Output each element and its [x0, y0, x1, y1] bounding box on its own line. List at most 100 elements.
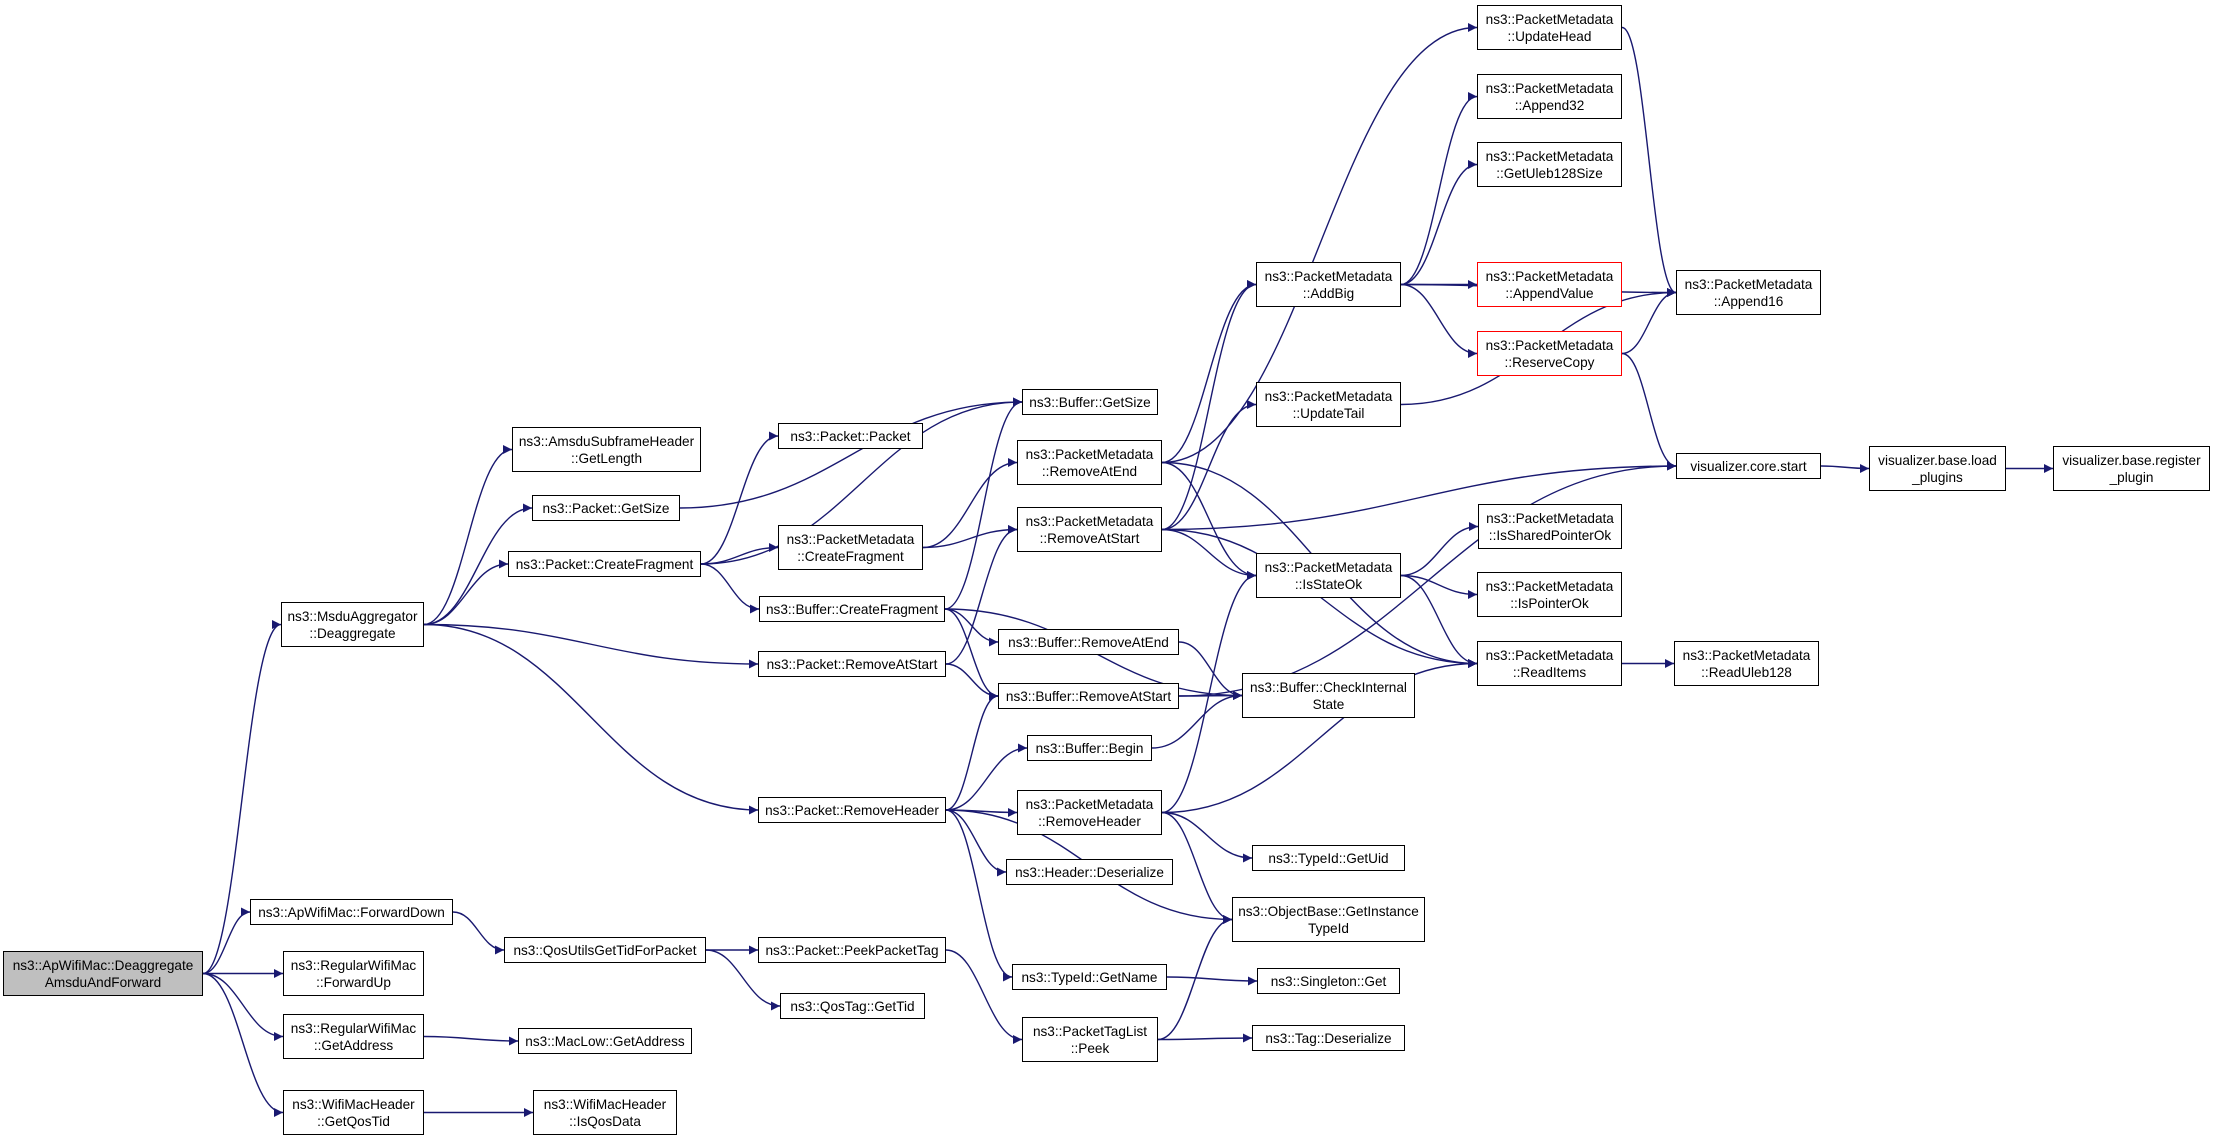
edge-pm-addbig-to-pm-getuleb128size: [1400, 160, 1478, 286]
edge-root-to-regular-getaddress: [202, 972, 284, 1041]
node-pm-append32[interactable]: ns3::PacketMetadata::Append32: [1477, 74, 1622, 119]
edge-packet-createfragment-to-pm-createfragment: [700, 543, 779, 565]
edge-root-to-wifimacheader-getqostid: [202, 972, 284, 1117]
node-header-deserialize[interactable]: ns3::Header::Deserialize: [1006, 859, 1173, 885]
node-packet-removeheader[interactable]: ns3::Packet::RemoveHeader: [758, 797, 946, 823]
node-tag-deserialize[interactable]: ns3::Tag::Deserialize: [1252, 1025, 1405, 1051]
edge-pm-removeatend-to-pm-updatehead: [1161, 23, 1478, 464]
node-label-line: ::GetAddress: [313, 1037, 394, 1053]
node-pm-reservecopy[interactable]: ns3::PacketMetadata::ReserveCopy: [1477, 331, 1622, 376]
node-label-line: ns3::Buffer::RemoveAtEnd: [1008, 634, 1169, 650]
node-buffer-removeatstart[interactable]: ns3::Buffer::RemoveAtStart: [998, 683, 1179, 709]
node-pm-append16[interactable]: ns3::PacketMetadata::Append16: [1676, 270, 1821, 315]
edge-regular-getaddress-to-maclow-getaddress: [423, 1035, 519, 1046]
node-buffer-getsize[interactable]: ns3::Buffer::GetSize: [1022, 389, 1158, 415]
node-typeid-getuid[interactable]: ns3::TypeId::GetUid: [1252, 845, 1405, 871]
edge-pm-removeatstart-to-pm-isstateok: [1161, 528, 1257, 580]
edge-pm-removeatend-to-pm-addbig: [1161, 280, 1257, 464]
node-label-line: ns3::PacketMetadata: [1264, 388, 1393, 404]
edge-pm-isstateok-to-pm-issharedpointerok: [1400, 522, 1479, 577]
node-label-line: ns3::TypeId::GetUid: [1268, 850, 1389, 866]
node-pm-removeatend[interactable]: ns3::PacketMetadata::RemoveAtEnd: [1017, 440, 1162, 485]
node-pm-readuleb128[interactable]: ns3::PacketMetadata::ReadUleb128: [1674, 641, 1819, 686]
node-apwifimac-forwarddown[interactable]: ns3::ApWifiMac::ForwardDown: [250, 899, 453, 925]
node-pkttaglist-peek[interactable]: ns3::PacketTagList::Peek: [1022, 1017, 1158, 1062]
node-packet-peekpackettag[interactable]: ns3::Packet::PeekPacketTag: [758, 937, 946, 963]
node-regular-forwardup[interactable]: ns3::RegularWifiMac::ForwardUp: [283, 951, 424, 996]
node-packet-createfragment[interactable]: ns3::Packet::CreateFragment: [508, 551, 701, 577]
node-buffer-begin[interactable]: ns3::Buffer::Begin: [1027, 735, 1152, 761]
edge-pm-updatehead-to-pm-append16: [1621, 26, 1677, 297]
node-buffer-removeatend[interactable]: ns3::Buffer::RemoveAtEnd: [998, 629, 1179, 655]
node-vis-core-start[interactable]: visualizer.core.start: [1676, 453, 1821, 479]
node-wifimacheader-isqosdata[interactable]: ns3::WifiMacHeader::IsQosData: [533, 1090, 677, 1135]
node-pm-updatehead[interactable]: ns3::PacketMetadata::UpdateHead: [1477, 5, 1622, 50]
node-label-line: ns3::WifiMacHeader: [292, 1096, 415, 1112]
edge-pm-isstateok-to-pm-ispointerok: [1400, 574, 1478, 599]
node-typeid-getname[interactable]: ns3::TypeId::GetName: [1012, 964, 1167, 990]
node-qosutils-gettid[interactable]: ns3::QosUtilsGetTidForPacket: [504, 937, 706, 963]
edge-pm-removeatstart-to-vis-core-start: [1161, 461, 1677, 531]
node-pm-updatetail[interactable]: ns3::PacketMetadata::UpdateTail: [1256, 382, 1401, 427]
node-pm-getuleb128size[interactable]: ns3::PacketMetadata::GetUleb128Size: [1477, 142, 1622, 187]
node-maclow-getaddress[interactable]: ns3::MacLow::GetAddress: [518, 1028, 692, 1054]
edge-vis-core-start-to-vis-base-load-plugins: [1820, 463, 1870, 473]
node-vis-base-load-plugins[interactable]: visualizer.base.load_plugins: [1869, 446, 2006, 491]
node-label-line: ::UpdateTail: [1292, 405, 1365, 421]
node-label-line: State: [1312, 696, 1345, 712]
edge-pm-removeheader-to-pm-readitems: [1161, 659, 1478, 814]
node-label-line: ns3::PacketMetadata: [1684, 276, 1813, 292]
edge-packet-createfragment-to-buffer-createfragment: [700, 563, 760, 614]
node-msdu-deaggregate[interactable]: ns3::MsduAggregator::Deaggregate: [281, 602, 424, 647]
node-label-line: ::CreateFragment: [797, 548, 904, 564]
node-qostag-gettid[interactable]: ns3::QosTag::GetTid: [780, 993, 925, 1019]
edge-packet-createfragment-to-packet-packet: [700, 431, 779, 565]
node-pm-appendvalue[interactable]: ns3::PacketMetadata::AppendValue: [1477, 262, 1622, 307]
node-label-line: ns3::Tag::Deserialize: [1265, 1030, 1392, 1046]
edge-pm-reservecopy-to-pm-append16: [1621, 288, 1677, 355]
edge-pm-createfragment-to-pm-removeatstart: [922, 525, 1018, 549]
edge-pm-removeheader-to-typeid-getuid: [1161, 811, 1253, 863]
node-pm-addbig[interactable]: ns3::PacketMetadata::AddBig: [1256, 262, 1401, 307]
node-packet-getsize[interactable]: ns3::Packet::GetSize: [532, 495, 680, 521]
node-pm-readitems[interactable]: ns3::PacketMetadata::ReadItems: [1477, 641, 1622, 686]
node-packet-removeatstart[interactable]: ns3::Packet::RemoveAtStart: [758, 651, 946, 677]
node-amsdu-getlength[interactable]: ns3::AmsduSubframeHeader::GetLength: [512, 427, 701, 472]
node-label-line: ns3::Packet::PeekPacketTag: [765, 942, 939, 958]
node-pm-removeheader[interactable]: ns3::PacketMetadata::RemoveHeader: [1017, 790, 1162, 835]
node-label-line: ns3::PacketMetadata: [1025, 513, 1154, 529]
node-label-line: ns3::ApWifiMac::Deaggregate: [12, 957, 194, 973]
node-label-line: ns3::PacketMetadata: [786, 531, 915, 547]
node-label-line: ::ReadUleb128: [1701, 664, 1792, 680]
node-pm-ispointerok[interactable]: ns3::PacketMetadata::IsPointerOk: [1477, 572, 1622, 617]
node-label-line: ::Deaggregate: [309, 625, 396, 641]
edge-typeid-getname-to-singleton-get: [1166, 976, 1258, 986]
edge-pkttaglist-peek-to-objectbase-getinstancetypeid: [1157, 915, 1233, 1041]
node-pm-removeatstart[interactable]: ns3::PacketMetadata::RemoveAtStart: [1017, 507, 1162, 552]
edge-msdu-deaggregate-to-amsdu-getlength: [423, 445, 513, 626]
node-label-line: ns3::RegularWifiMac: [290, 957, 417, 973]
node-buffer-createfragment[interactable]: ns3::Buffer::CreateFragment: [759, 596, 945, 622]
node-singleton-get[interactable]: ns3::Singleton::Get: [1257, 968, 1400, 994]
node-label-line: ns3::ApWifiMac::ForwardDown: [258, 904, 445, 920]
edge-msdu-deaggregate-to-packet-removeatstart: [423, 623, 759, 669]
node-label-line: ns3::ObjectBase::GetInstance: [1238, 903, 1419, 919]
node-label-line: ns3::PacketMetadata: [1025, 446, 1154, 462]
node-label-line: ::IsQosData: [569, 1113, 641, 1129]
node-packet-packet[interactable]: ns3::Packet::Packet: [778, 423, 923, 449]
node-label-line: ::Append32: [1514, 97, 1585, 113]
node-label-line: ns3::Packet::Packet: [790, 428, 911, 444]
node-wifimacheader-getqostid[interactable]: ns3::WifiMacHeader::GetQosTid: [283, 1090, 424, 1135]
node-label-line: ::RemoveAtStart: [1039, 530, 1140, 546]
edge-buffer-createfragment-to-buffer-getsize: [944, 397, 1023, 610]
node-regular-getaddress[interactable]: ns3::RegularWifiMac::GetAddress: [283, 1014, 424, 1059]
node-vis-base-register-plugin[interactable]: visualizer.base.register_plugin: [2053, 446, 2210, 491]
node-pm-isstateok[interactable]: ns3::PacketMetadata::IsStateOk: [1256, 553, 1401, 598]
node-pm-createfragment[interactable]: ns3::PacketMetadata::CreateFragment: [778, 525, 923, 570]
node-label-line: ::IsStateOk: [1294, 576, 1363, 592]
node-pm-issharedpointerok[interactable]: ns3::PacketMetadata::IsSharedPointerOk: [1478, 504, 1622, 549]
node-label-line: ::ForwardUp: [316, 974, 391, 990]
node-label-line: ::AppendValue: [1505, 285, 1594, 301]
